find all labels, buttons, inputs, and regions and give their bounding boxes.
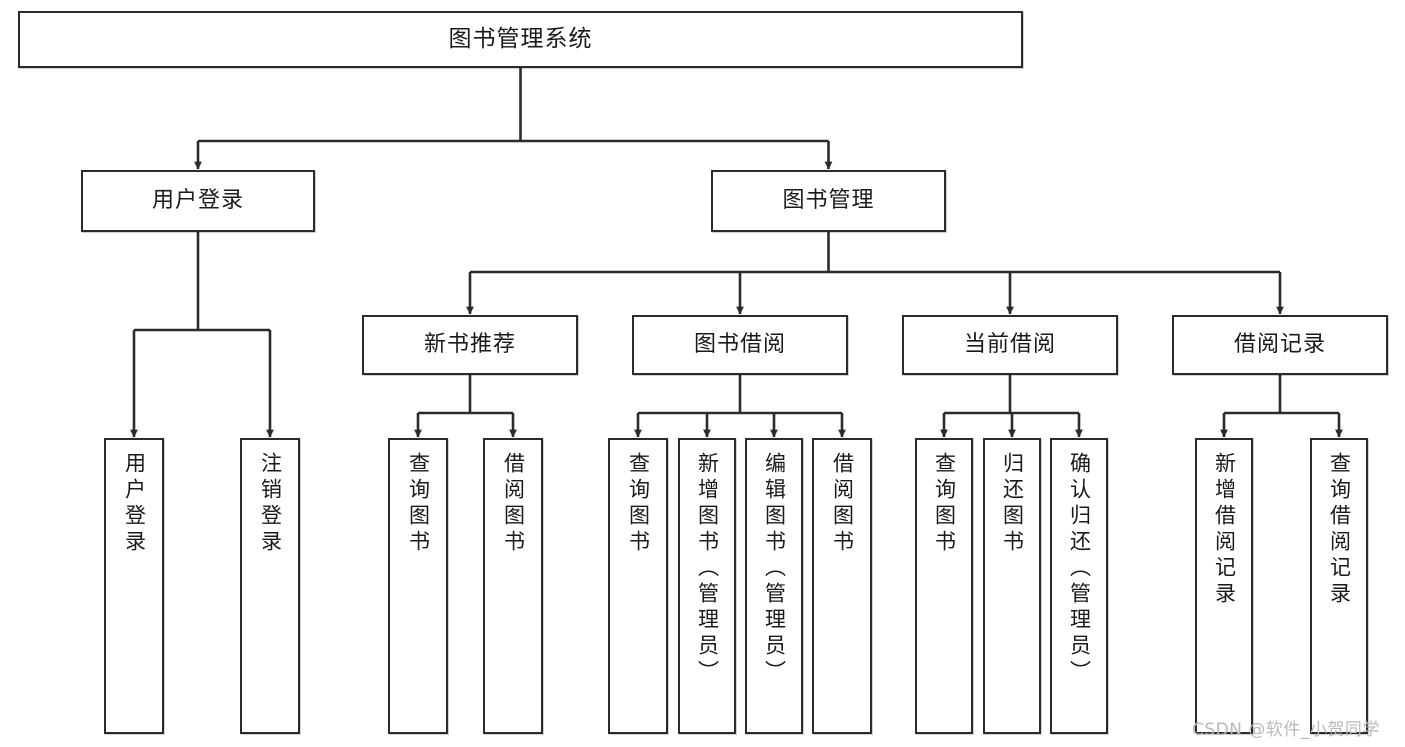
node-label: 图书管理 (782, 187, 875, 213)
node-label: 借阅记录 (1233, 331, 1326, 357)
node-leaf-add-borrow-record[interactable]: 新增借阅记录 (1195, 438, 1253, 734)
node-leaf-edit-book-admin[interactable]: 编辑图书（管理员） (745, 438, 803, 734)
node-label: 图书借阅 (693, 331, 786, 357)
node-root-book-management-system[interactable]: 图书管理系统 (18, 11, 1023, 68)
node-label: 借阅图书 (830, 452, 855, 556)
node-leaf-return-book[interactable]: 归还图书 (983, 438, 1041, 734)
node-label: 新增借阅记录 (1212, 452, 1237, 608)
node-label: 查询借阅记录 (1327, 452, 1352, 608)
node-leaf-borrow-book-2[interactable]: 借阅图书 (812, 438, 872, 734)
node-book-borrowing[interactable]: 图书借阅 (632, 315, 848, 375)
node-leaf-query-book-3[interactable]: 查询图书 (915, 438, 973, 734)
node-label: 查询图书 (626, 452, 651, 556)
node-leaf-user-logout[interactable]: 注销登录 (240, 438, 300, 734)
node-leaf-confirm-return-admin[interactable]: 确认归还（管理员） (1050, 438, 1108, 734)
node-label: 查询图书 (406, 452, 431, 556)
node-borrowing-record[interactable]: 借阅记录 (1172, 315, 1388, 375)
node-label: 借阅图书 (501, 452, 526, 556)
node-current-borrowing[interactable]: 当前借阅 (902, 315, 1118, 375)
node-label: 图书管理系统 (448, 25, 593, 52)
node-label: 归还图书 (1000, 452, 1025, 556)
node-leaf-borrow-book-1[interactable]: 借阅图书 (483, 438, 543, 734)
node-label: 用户登录 (122, 452, 147, 556)
node-label: 查询图书 (932, 452, 957, 556)
node-user-login[interactable]: 用户登录 (81, 170, 315, 232)
node-label: 当前借阅 (963, 331, 1056, 357)
node-label: 新书推荐 (423, 331, 516, 357)
node-label: 新增图书（管理员） (695, 452, 720, 686)
node-label: 注销登录 (258, 452, 283, 556)
node-label: 确认归还（管理员） (1067, 452, 1092, 686)
node-leaf-add-book-admin[interactable]: 新增图书（管理员） (678, 438, 736, 734)
node-label: 用户登录 (151, 187, 244, 213)
node-label: 编辑图书（管理员） (762, 452, 787, 686)
node-new-book-recommendation[interactable]: 新书推荐 (362, 315, 578, 375)
node-leaf-query-book-1[interactable]: 查询图书 (388, 438, 448, 734)
node-leaf-query-borrow-record[interactable]: 查询借阅记录 (1310, 438, 1368, 734)
node-book-management[interactable]: 图书管理 (711, 170, 946, 232)
node-leaf-user-login[interactable]: 用户登录 (104, 438, 164, 734)
node-leaf-query-book-2[interactable]: 查询图书 (608, 438, 668, 734)
